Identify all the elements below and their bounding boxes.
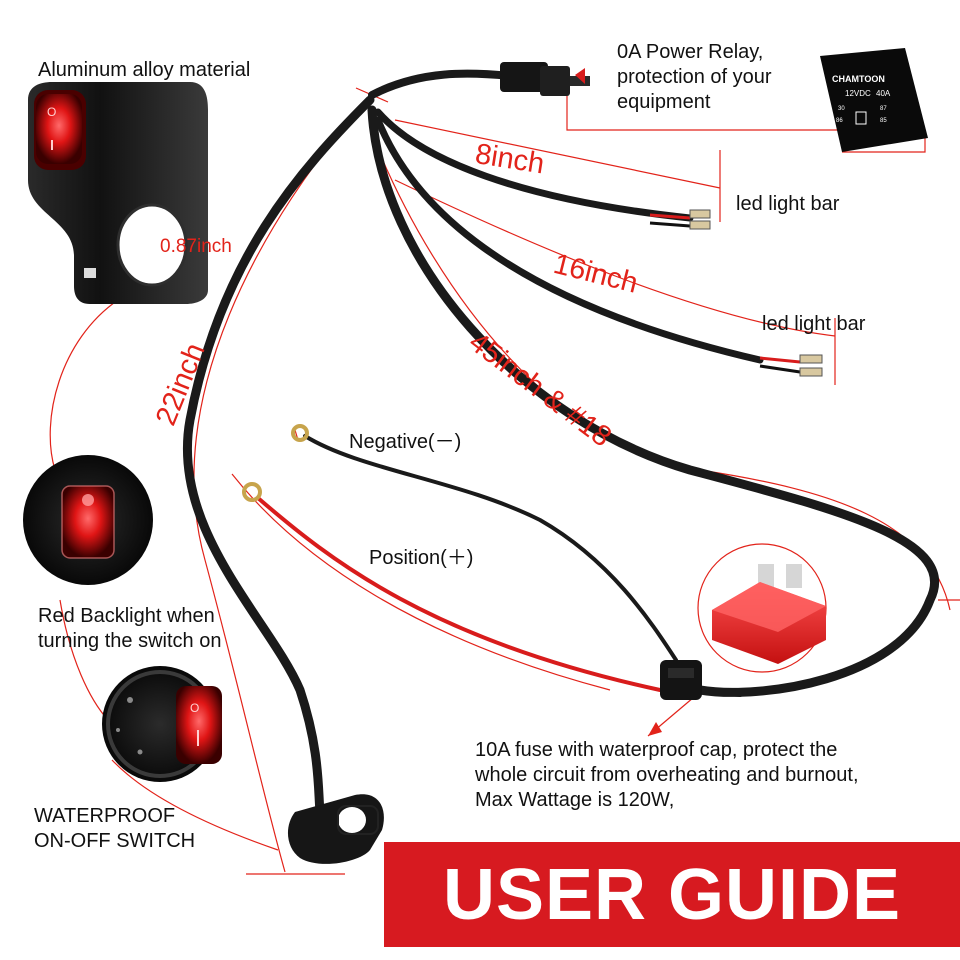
dimension-0-87inch: 0.87inch [160,236,232,257]
banner-title: USER GUIDE [442,854,902,935]
banner-background [384,842,960,947]
fuse-arrow-icon [648,722,662,736]
relay-spec-amp: 40A [876,89,891,98]
svg-text:O: O [190,701,199,715]
label-negative: Negative(－) [349,431,462,453]
label-fuse: 10A fuse with waterproof cap, protect th… [475,739,859,811]
label-aluminum: Aluminum alloy material [38,59,251,81]
fuse-icon [697,543,827,673]
switch-closeup-icon [23,455,153,585]
user-guide-banner: USER GUIDE [384,842,960,947]
relay-connector-icon [500,62,590,96]
ring-terminal-icon [242,424,309,502]
led-connector-1 [649,209,711,230]
relay-pin-87: 87 [880,106,887,112]
switch-housing-icon: O [28,82,208,304]
relay-brand: CHAMTOON [832,74,885,84]
switch-waterproof-icon: O [102,666,222,782]
switch-bottom-icon [287,794,384,864]
fuse-holder-icon [660,660,702,700]
label-led-bar-2: led light bar [762,313,866,335]
relay-pin-30: 30 [838,106,845,112]
svg-text:O: O [47,105,56,119]
relay-spec-volt: 12VDC [845,89,871,98]
relay-icon: CHAMTOON 12VDC 40A 30 87 86 85 [820,48,928,152]
relay-pin-86: 86 [836,118,843,124]
cable-harness [183,69,940,817]
label-waterproof: WATERPROOF ON-OFF SWITCH [34,805,196,852]
label-relay: 0A Power Relay, protection of your equip… [617,41,772,113]
relay-pin-85: 85 [880,118,887,124]
led-connector-2 [759,354,823,377]
label-led-bar-1: led light bar [736,193,840,215]
label-position: Position(＋) [369,547,474,569]
label-backlight: Red Backlight when turning the switch on [38,605,222,652]
